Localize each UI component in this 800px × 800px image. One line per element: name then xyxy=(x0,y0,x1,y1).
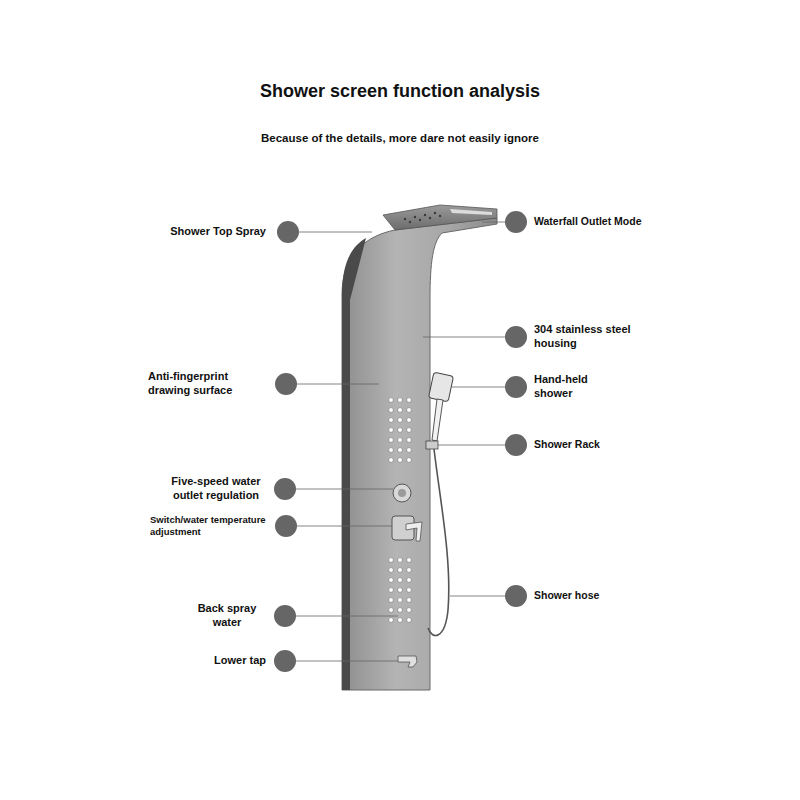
panel-edge xyxy=(342,238,366,690)
nozzle xyxy=(398,598,403,603)
nozzle xyxy=(398,558,403,563)
nozzle xyxy=(398,448,403,453)
nozzle xyxy=(407,398,412,403)
callout-label: Shower Rack xyxy=(534,438,600,451)
nozzle xyxy=(407,608,412,613)
title: Shower screen function analysis xyxy=(0,80,800,103)
nozzle xyxy=(398,428,403,433)
nozzle xyxy=(398,438,403,443)
nozzle xyxy=(407,438,412,443)
nozzle xyxy=(407,568,412,573)
nozzle xyxy=(407,458,412,463)
nozzle xyxy=(398,458,403,463)
nozzle xyxy=(389,458,394,463)
nozzle xyxy=(407,448,412,453)
nozzle xyxy=(389,428,394,433)
nozzle xyxy=(398,588,403,593)
nozzle xyxy=(398,568,403,573)
nozzle xyxy=(389,438,394,443)
nozzle xyxy=(398,608,403,613)
callout-label: Lower tap xyxy=(214,654,266,668)
nozzle xyxy=(398,408,403,413)
nozzle xyxy=(407,598,412,603)
nozzle xyxy=(407,418,412,423)
subtitle: Because of the details, more dare not ea… xyxy=(50,131,750,145)
knob-center xyxy=(398,489,406,497)
nozzle xyxy=(389,608,394,613)
nozzle xyxy=(398,618,403,623)
nozzle xyxy=(389,558,394,563)
hand-held-shower xyxy=(426,372,453,635)
nozzle xyxy=(407,618,412,623)
top-spray-nozzles xyxy=(404,212,441,223)
nozzle xyxy=(407,408,412,413)
nozzle xyxy=(389,448,394,453)
shower-rack xyxy=(426,441,438,449)
nozzle xyxy=(407,578,412,583)
nozzle xyxy=(407,558,412,563)
callout-label: Hand-held shower xyxy=(534,373,606,401)
callout-label: Waterfall Outlet Mode xyxy=(534,215,642,228)
callout-label: Shower Top Spray xyxy=(170,225,266,239)
callout-label: Back spray water xyxy=(188,602,266,630)
nozzle xyxy=(389,588,394,593)
nozzle xyxy=(389,618,394,623)
top-spray-head xyxy=(383,205,497,230)
nozzle xyxy=(407,428,412,433)
callout-label: 304 stainless steel housing xyxy=(534,323,652,351)
nozzle xyxy=(407,588,412,593)
nozzle xyxy=(389,598,394,603)
nozzle xyxy=(389,568,394,573)
callout-dots xyxy=(274,211,527,672)
mixer-lever xyxy=(406,522,422,541)
nozzle xyxy=(389,398,394,403)
leader-lines xyxy=(296,222,505,661)
nozzle xyxy=(398,398,403,403)
shower-hose xyxy=(428,449,449,635)
nozzle xyxy=(389,418,394,423)
panel-housing xyxy=(342,218,497,690)
nozzle xyxy=(398,418,403,423)
nozzle xyxy=(389,408,394,413)
lower-tap xyxy=(398,656,417,667)
waterfall-slot xyxy=(450,209,492,215)
nozzle xyxy=(398,578,403,583)
callout-label: Switch/water temperature adjustment xyxy=(150,514,274,538)
back-spray-nozzles xyxy=(389,398,412,623)
callout-label: Shower hose xyxy=(534,589,599,602)
callout-label: Five-speed water outlet regulation xyxy=(163,475,269,503)
nozzle xyxy=(389,578,394,583)
callout-label: Anti-fingerprint drawing surface xyxy=(148,370,266,398)
diverter-knob xyxy=(393,484,411,502)
